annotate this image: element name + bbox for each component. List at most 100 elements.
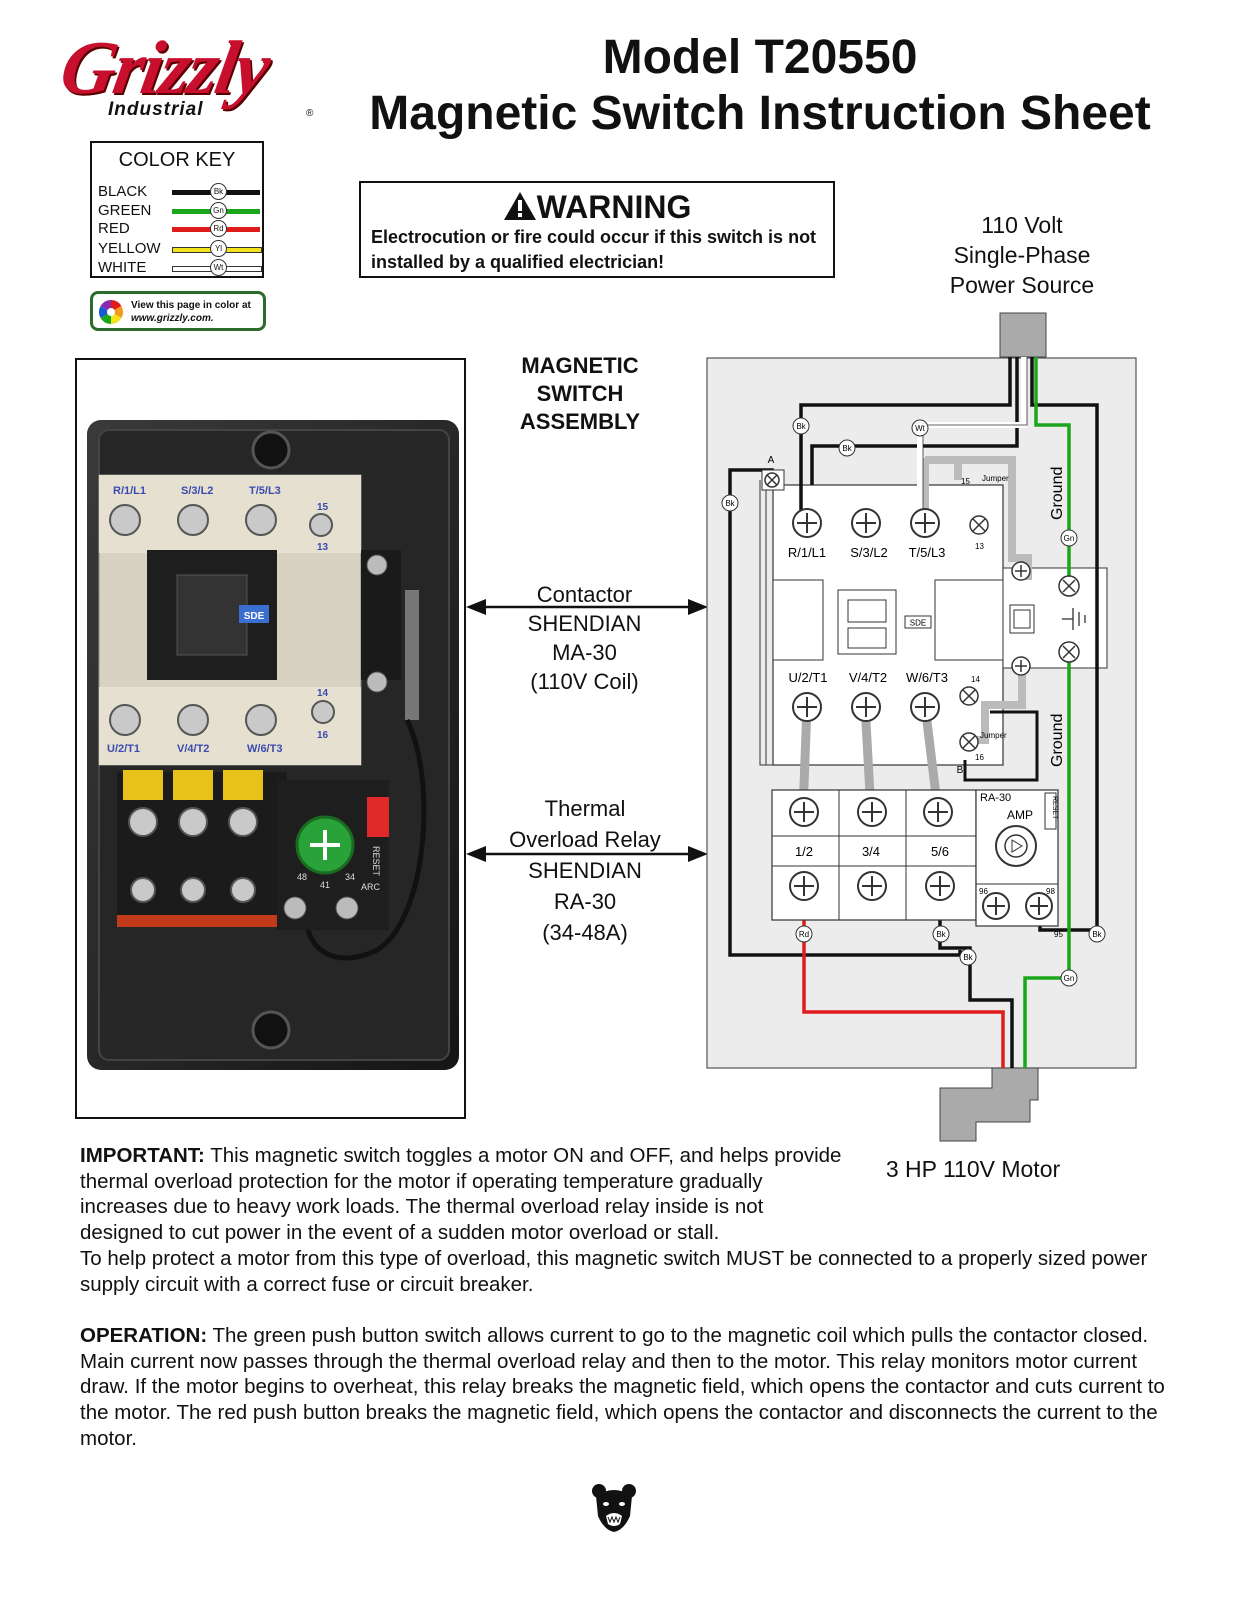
photo-dial-48: 48 bbox=[297, 872, 307, 882]
photo-aux-13: 13 bbox=[317, 542, 329, 553]
page-title: Magnetic Switch Instruction Sheet bbox=[369, 87, 1151, 140]
wire-tag-bk: Bk bbox=[796, 422, 806, 431]
relay-terminal-label: 1/2 bbox=[795, 844, 813, 859]
photo-dial-41: 41 bbox=[320, 880, 330, 890]
color-key-title: COLOR KEY bbox=[118, 149, 236, 171]
photo-top-screws bbox=[109, 504, 333, 537]
wire-badge: Bk bbox=[210, 183, 227, 200]
diagram-aux-16: 16 bbox=[975, 753, 984, 762]
photo-dial-34: 34 bbox=[345, 872, 355, 882]
color-key-black: BLACK Bk bbox=[98, 183, 260, 202]
relay-reset-label: RESET bbox=[1051, 796, 1058, 820]
color-key: COLOR KEY BLACK Bk GREEN Gn RED Rd YELLO… bbox=[90, 141, 264, 278]
color-key-green: GREEN Gn bbox=[98, 202, 260, 221]
assembly-line3: ASSEMBLY bbox=[519, 409, 641, 434]
diagram-side-terminals bbox=[761, 469, 1080, 676]
thermal-line5: (34-48A) bbox=[542, 920, 628, 945]
wire-tag-rd: Rd bbox=[799, 930, 809, 939]
switch-photo-frame: SDE R/1/L1 S/3/L2 T/5/L3 15 13 U/2/T1 V/… bbox=[75, 358, 466, 1119]
motor-connector bbox=[939, 1067, 1039, 1142]
photo-terminal-bot: U/2/T1 bbox=[107, 743, 140, 755]
photo-aux-14: 14 bbox=[317, 688, 329, 699]
view-color-url[interactable]: www.grizzly.com. bbox=[131, 313, 214, 324]
power-source-phase: Single-Phase bbox=[953, 242, 1091, 268]
diagram-jumper-bot: Jumper bbox=[980, 731, 1007, 740]
thermal-relay-label: Thermal Overload Relay SHENDIAN RA-30 (3… bbox=[480, 793, 690, 948]
wire-tags bbox=[721, 417, 1106, 987]
wiring-diagram: SDE R/1/L1 S/3/L2 T/5/L3 13 15 Jumper U/… bbox=[706, 312, 1137, 1142]
power-source-voltage: 110 Volt bbox=[981, 212, 1063, 238]
photo-terminal-bot: W/6/T3 bbox=[247, 743, 282, 755]
diagram-terminal-bot: V/4/T2 bbox=[849, 670, 887, 685]
photo-aux-15: 15 bbox=[317, 502, 329, 513]
diagram-terminal-bot: W/6/T3 bbox=[906, 670, 948, 685]
assembly-line1: MAGNETIC bbox=[521, 353, 639, 378]
operation-paragraph: OPERATION: The green push button switch … bbox=[80, 1323, 1180, 1452]
photo-terminal-top: R/1/L1 bbox=[113, 485, 146, 497]
diagram-terminal-top: R/1/L1 bbox=[788, 545, 826, 560]
color-key-label: YELLOW bbox=[98, 240, 161, 257]
relay-aux-96: 96 bbox=[979, 887, 988, 896]
page-title-model: Model T20550 bbox=[602, 31, 918, 84]
diagram-jumper-top: Jumper bbox=[982, 474, 1009, 483]
contactor-line4: (110V Coil) bbox=[530, 669, 639, 694]
photo-relay-screws bbox=[128, 807, 258, 903]
diagram-terminal-a: A bbox=[768, 455, 775, 466]
diagram-aux-15: 15 bbox=[961, 477, 970, 486]
wire-tag-bk: Bk bbox=[936, 930, 946, 939]
important-heading: IMPORTANT: bbox=[80, 1144, 205, 1167]
diagram-aux-14: 14 bbox=[971, 675, 980, 684]
color-key-label: WHITE bbox=[98, 259, 147, 276]
wire-tag-gn: Gn bbox=[1064, 974, 1075, 983]
thermal-relay-double-arrow bbox=[466, 846, 708, 862]
ground-label-top: Ground bbox=[1049, 467, 1066, 520]
wire-tag-bk: Bk bbox=[963, 953, 973, 962]
color-wheel-icon bbox=[98, 300, 124, 324]
motor-label: 3 HP 110V Motor bbox=[885, 1156, 1061, 1182]
wire-badge: Gn bbox=[210, 202, 227, 219]
magnetic-switch-assembly-label: MAGNETIC SWITCH ASSEMBLY bbox=[500, 352, 660, 436]
contactor-label: Contactor SHENDIAN MA-30 (110V Coil) bbox=[492, 580, 677, 696]
power-source-text: Power Source bbox=[949, 272, 1095, 298]
contactor-line1: Contactor bbox=[536, 582, 633, 607]
color-key-red: RED Rd bbox=[98, 220, 260, 239]
contactor-line3: MA-30 bbox=[552, 640, 617, 665]
wire-tag-wt: Wt bbox=[915, 424, 926, 433]
thermal-line2: Overload Relay bbox=[509, 827, 661, 852]
photo-reset-button bbox=[367, 797, 389, 837]
photo-bottom-screws bbox=[109, 700, 335, 736]
relay-model: RA-30 bbox=[980, 792, 1011, 804]
diagram-sde: SDE bbox=[910, 619, 926, 628]
grizzly-bear-icon bbox=[592, 1484, 636, 1532]
diagram-terminal-b: B bbox=[957, 765, 964, 776]
contactor-line2: SHENDIAN bbox=[527, 611, 642, 636]
wire-badge: Yl bbox=[210, 240, 227, 257]
warning-box: WARNING Electrocution or fire could occu… bbox=[359, 181, 835, 278]
photo-terminal-bot: V/4/T2 bbox=[177, 743, 209, 755]
wire-tag-bk: Bk bbox=[1092, 930, 1102, 939]
magnetic-switch-photo: SDE R/1/L1 S/3/L2 T/5/L3 15 13 U/2/T1 V/… bbox=[87, 420, 459, 1070]
warning-title-text: WARNING bbox=[536, 189, 692, 225]
wire-tag-bk: Bk bbox=[842, 444, 852, 453]
diagram-terminal-top: S/3/L2 bbox=[850, 545, 888, 560]
photo-brand: SDE bbox=[244, 611, 265, 622]
color-key-label: BLACK bbox=[98, 183, 148, 200]
wire-badge: Wt bbox=[210, 259, 227, 276]
diagram-bottom-terminals bbox=[792, 686, 979, 752]
photo-aux-16: 16 bbox=[317, 730, 329, 741]
color-key-label: GREEN bbox=[98, 202, 152, 219]
relay-amp-label: AMP bbox=[1007, 808, 1033, 822]
view-in-color-text: View this page in color at www.grizzly.c… bbox=[131, 299, 251, 325]
diagram-terminal-top: T/5/L3 bbox=[909, 545, 946, 560]
diagram-top-terminals bbox=[792, 508, 989, 538]
view-in-color-badge: View this page in color at www.grizzly.c… bbox=[90, 291, 266, 331]
assembly-line2: SWITCH bbox=[536, 381, 624, 406]
operation-text: The green push button switch allows curr… bbox=[80, 1324, 1165, 1450]
thermal-line1: Thermal bbox=[544, 796, 626, 821]
relay-terminal-label: 5/6 bbox=[931, 844, 949, 859]
wire-badge: Rd bbox=[210, 220, 227, 237]
registered-mark: ® bbox=[306, 108, 314, 119]
thermal-line4: RA-30 bbox=[553, 889, 617, 914]
relay-aux-terminals bbox=[982, 892, 1053, 920]
relay-terminal-label: 3/4 bbox=[862, 844, 880, 859]
